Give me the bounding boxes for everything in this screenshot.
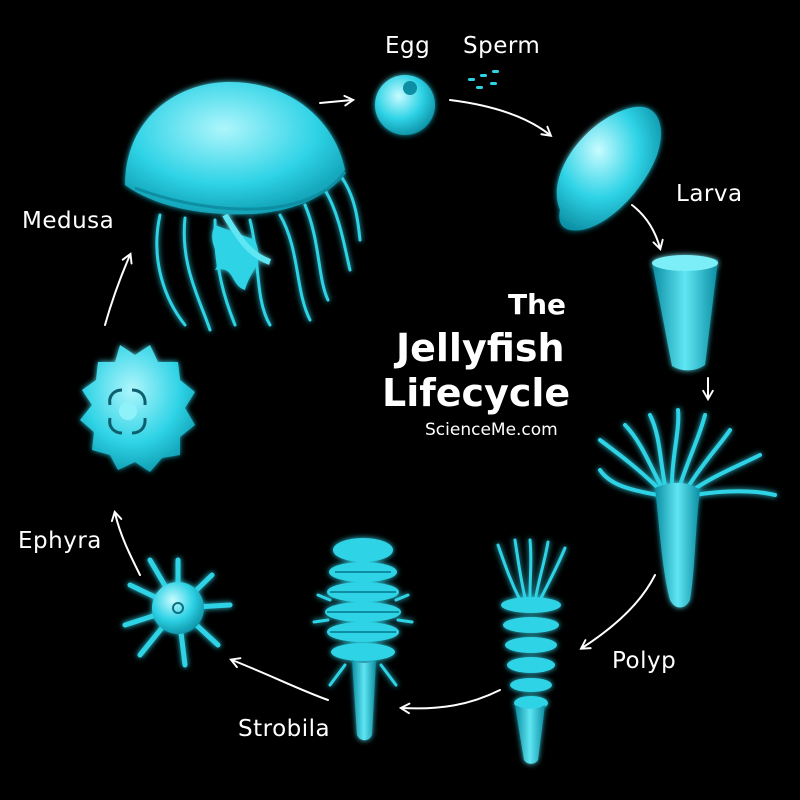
- label-medusa: Medusa: [22, 208, 115, 234]
- settled-larva-illustration: [652, 255, 718, 371]
- arrow-larva-to-settled: [631, 204, 664, 252]
- label-strobila: Strobila: [238, 716, 331, 742]
- site-credit: ScienceMe.com: [425, 420, 558, 440]
- ephyra-small-illustration: [122, 557, 233, 668]
- cycle-arrows: [104, 94, 714, 715]
- title-the: The: [508, 288, 567, 321]
- label-polyp: Polyp: [612, 648, 677, 674]
- arrow-polyp-to-strobila: [579, 574, 656, 650]
- title-lifecycle: Lifecycle: [382, 371, 571, 415]
- arrow-ephyra-to-large: [110, 509, 141, 576]
- arrow-large-to-medusa: [104, 252, 133, 326]
- ephyra-large-illustration: [80, 345, 195, 472]
- title-jellyfish: Jellyfish: [396, 326, 565, 370]
- arrow-medusa-to-egg: [319, 94, 356, 107]
- strobila-illustration: [496, 538, 567, 764]
- label-sperm: Sperm: [463, 33, 541, 59]
- polyp-illustration: [598, 408, 777, 608]
- arrow-egg-to-larva: [449, 99, 553, 137]
- label-larva: Larva: [676, 181, 743, 207]
- label-egg: Egg: [385, 33, 431, 59]
- arrow-strobila-to-disc: [398, 689, 501, 715]
- arrow-disc-to-ephyra: [229, 657, 329, 701]
- medusa-illustration: [125, 82, 362, 332]
- egg-illustration: [375, 75, 435, 135]
- larva-illustration: [556, 106, 662, 231]
- sperm-illustration: [468, 70, 499, 89]
- label-ephyra: Ephyra: [18, 528, 102, 554]
- strobila-disc-stack-illustration: [312, 538, 414, 741]
